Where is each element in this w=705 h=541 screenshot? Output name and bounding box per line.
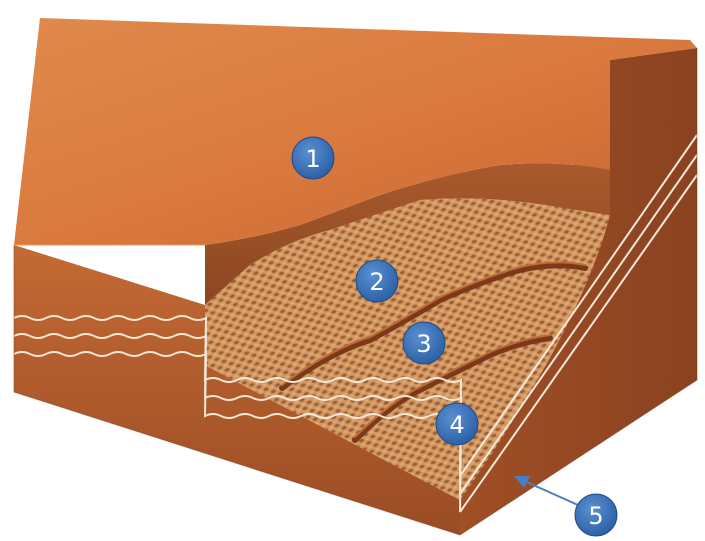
marker-2-fabric-ply: 2	[356, 260, 398, 302]
svg-text:1: 1	[305, 145, 320, 173]
svg-text:3: 3	[416, 330, 431, 358]
marker-3-rubber-skim: 3	[403, 322, 445, 364]
marker-1-top-cover: 1	[292, 137, 334, 179]
svg-text:5: 5	[588, 502, 603, 530]
svg-text:2: 2	[369, 268, 384, 296]
marker-5-bottom-cover: 5	[575, 494, 617, 536]
svg-text:4: 4	[449, 411, 464, 439]
marker-4-fabric-ply: 4	[436, 403, 478, 445]
